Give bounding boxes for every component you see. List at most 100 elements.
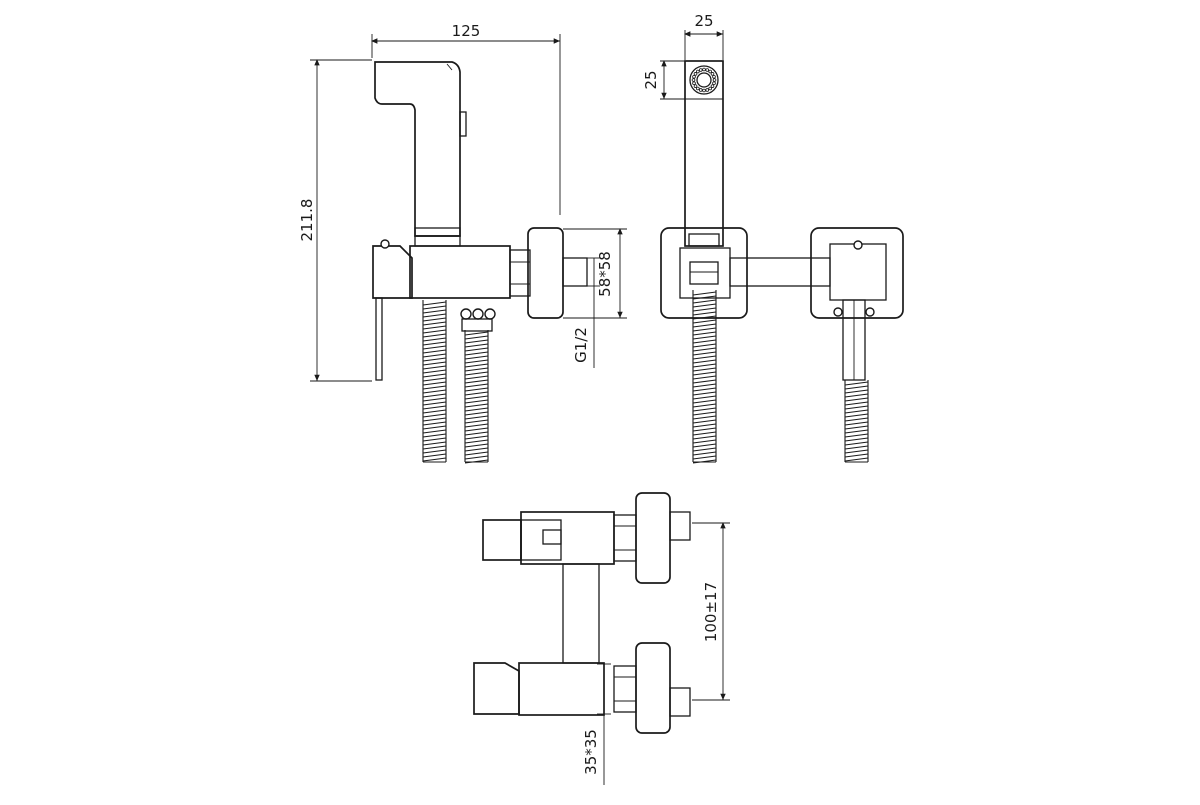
dim-centre-distance: 100±17 [702, 582, 720, 642]
hose-winding [844, 389, 869, 394]
hose-fitting [460, 308, 496, 332]
hose-winding [692, 419, 717, 424]
nozzle-hole [712, 81, 716, 86]
hose-winding [692, 435, 717, 440]
hose-winding [422, 365, 447, 370]
fitting-bead [484, 308, 496, 320]
hose-winding [692, 351, 717, 356]
hose-winding [844, 453, 869, 458]
hose-winding [422, 433, 447, 438]
dim-side-height: 211.8 [298, 199, 316, 242]
hose-left [422, 300, 447, 463]
hose-winding [692, 339, 717, 344]
hose-winding [844, 381, 869, 386]
hose-winding [422, 457, 447, 462]
hose-winding [464, 371, 489, 376]
nozzle-hole [708, 86, 712, 91]
hose-winding [464, 339, 489, 344]
sprayer-head-outline [374, 61, 461, 237]
hose-winding [422, 361, 447, 366]
hose-right [464, 330, 489, 464]
hose-winding [844, 417, 869, 422]
nozzle-hole [705, 88, 710, 92]
hose-winding [422, 369, 447, 374]
lever-rod [375, 297, 383, 381]
dim-thread: G1/2 [572, 327, 590, 363]
hose-winding [844, 401, 869, 406]
wall-connector-top [669, 511, 691, 541]
lever-pin [380, 239, 390, 249]
hose-winding [422, 441, 447, 446]
hose-winding [422, 397, 447, 402]
valve-body-top [518, 662, 605, 716]
hose-winding [464, 379, 489, 384]
hose-winding [464, 351, 489, 356]
hose-winding [692, 455, 717, 460]
dim-head-width: 25 [694, 12, 713, 30]
hose-winding [692, 439, 717, 444]
hose-winding [422, 453, 447, 458]
spray-nozzle-center [696, 72, 712, 88]
holder-flange [660, 227, 748, 319]
dim-head-height: 25 [642, 70, 660, 89]
hose-winding [422, 301, 447, 306]
hose-winding [692, 407, 717, 412]
hose-winding [422, 309, 447, 314]
nozzle-hole [712, 78, 717, 82]
hose-winding [844, 445, 869, 450]
hose-winding [464, 407, 489, 412]
hose-winding [692, 403, 717, 408]
lever-top [473, 662, 520, 715]
hose-winding [464, 343, 489, 348]
hose-winding [692, 383, 717, 388]
nozzle-hole [702, 67, 706, 72]
hose-winding [464, 423, 489, 428]
hose-winding [422, 429, 447, 434]
hose-winding [692, 371, 717, 376]
hose-winding [464, 359, 489, 364]
side-view: 125 211.8 58*58 G1/2 [298, 22, 627, 464]
spray-nozzle-holes [691, 67, 717, 93]
hose-winding [464, 451, 489, 456]
hose-winding [422, 401, 447, 406]
hose-winding [464, 383, 489, 388]
valve-front-body [829, 243, 887, 301]
hose-winding [422, 437, 447, 442]
hose-winding [464, 427, 489, 432]
wall-connector [562, 257, 588, 287]
valve-fitting-bead [865, 307, 875, 317]
hose-winding [692, 447, 717, 452]
dim-side-width: 125 [452, 22, 481, 40]
hose-winding [422, 357, 447, 362]
nozzle-hole [698, 88, 703, 92]
hose-winding [422, 317, 447, 322]
hose-winding [844, 405, 869, 410]
wall-flange-bottom [635, 642, 671, 734]
nozzle-hole [710, 72, 715, 76]
nozzle-hole [696, 86, 700, 91]
nozzle-hole [712, 74, 716, 79]
trigger-button [459, 111, 467, 137]
nozzle-hole [693, 72, 698, 76]
hose-winding [422, 313, 447, 318]
hose-winding [692, 359, 717, 364]
fitting-bead [460, 308, 472, 320]
valve-fitting-bead [833, 307, 843, 317]
hose-winding [692, 347, 717, 352]
hose-winding [464, 355, 489, 360]
hose-winding [844, 413, 869, 418]
hose-winding [464, 395, 489, 400]
hose-winding [422, 381, 447, 386]
hose-winding [692, 315, 717, 320]
hose-winding [692, 415, 717, 420]
hose-winding [692, 319, 717, 324]
hose-winding [692, 323, 717, 328]
hose-winding [844, 425, 869, 430]
hose-winding [692, 303, 717, 308]
wall-connector-bottom [669, 687, 691, 717]
hose-winding [692, 307, 717, 312]
holder-bracket-top [520, 519, 562, 561]
hex-nut-bottom [613, 665, 637, 713]
grip-band-lower [414, 235, 461, 247]
